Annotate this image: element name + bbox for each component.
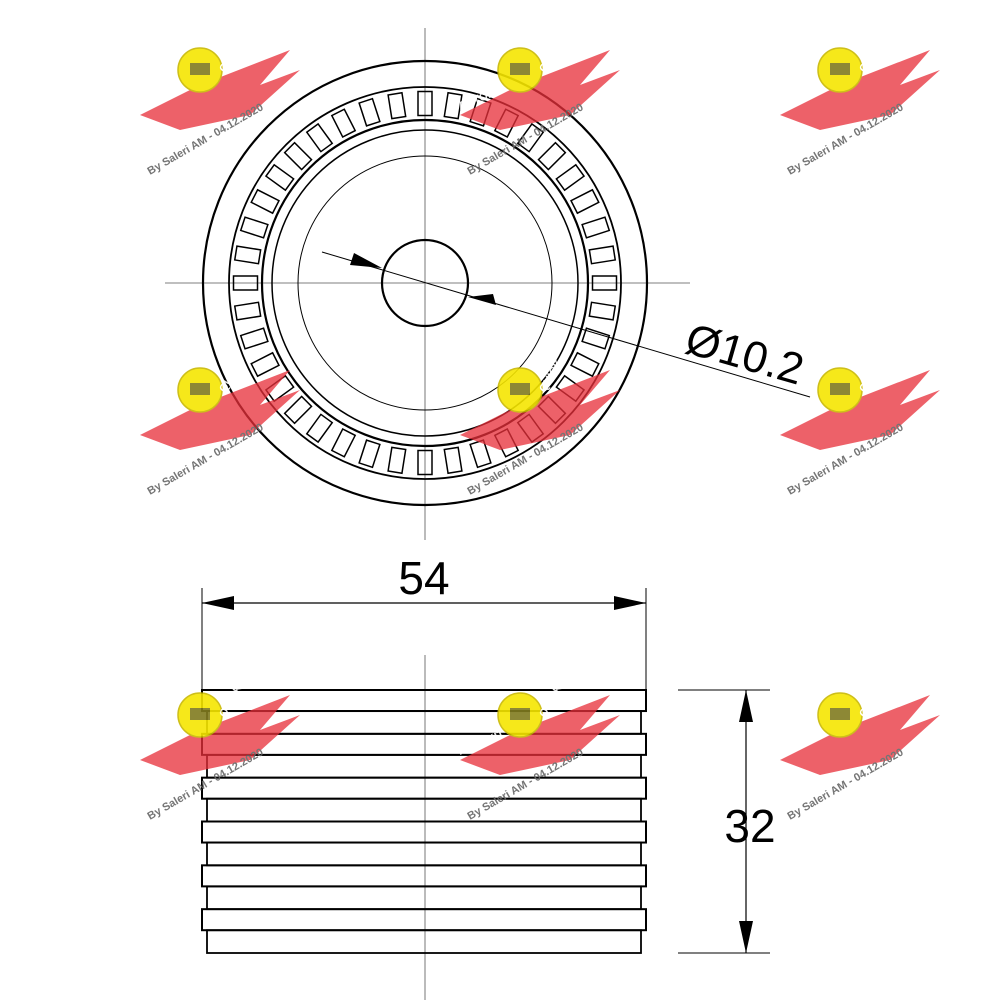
watermark-logo-sub: QUICK xyxy=(537,358,565,395)
cage-pocket xyxy=(233,301,262,321)
watermark-wing xyxy=(140,695,300,775)
watermark-car-icon xyxy=(510,383,530,395)
watermark-car-icon xyxy=(510,708,530,720)
bore-hole xyxy=(380,238,470,328)
cage-pocket xyxy=(330,108,357,138)
cage-pocket xyxy=(250,351,280,378)
watermark-logo-sub: QUICK xyxy=(857,683,885,720)
rib-outer xyxy=(201,864,647,888)
cage-pocket xyxy=(588,301,617,321)
watermark-wing xyxy=(140,50,300,130)
bearing-cage xyxy=(232,90,618,476)
watermark-car-icon xyxy=(190,63,210,75)
watermark-wing xyxy=(140,370,300,450)
watermark-wing xyxy=(460,695,620,775)
side-view xyxy=(201,588,770,1000)
cage-pocket xyxy=(417,449,433,476)
cage-pocket xyxy=(570,188,600,215)
cage-pocket xyxy=(264,163,295,192)
cage-pocket xyxy=(305,122,334,153)
width-arrow-left xyxy=(202,596,234,610)
rib-outer xyxy=(201,820,647,844)
cage-pocket xyxy=(232,275,259,291)
cage-pocket xyxy=(443,91,463,120)
watermark-car-icon xyxy=(190,383,210,395)
cage-pocket xyxy=(591,275,618,291)
cage-pocket xyxy=(443,446,463,475)
height-label: 32 xyxy=(724,800,775,852)
rib-groove xyxy=(206,885,642,911)
cage-pocket xyxy=(570,351,600,378)
cage-pocket xyxy=(358,97,381,127)
rib-groove xyxy=(206,797,642,823)
cage-pocket xyxy=(305,413,334,444)
diameter-label: Ø10.2 xyxy=(680,315,809,395)
width-label: 54 xyxy=(398,552,449,604)
watermark-logo-sub: QUICK xyxy=(857,38,885,75)
cage-pocket xyxy=(233,245,262,265)
cage-pocket xyxy=(516,122,545,153)
cage-pocket xyxy=(537,141,567,171)
watermark-wing xyxy=(460,370,620,450)
watermark-wing xyxy=(780,370,940,450)
cage-pocket xyxy=(387,91,407,120)
cage-pocket xyxy=(239,327,269,350)
watermark-wing xyxy=(780,50,940,130)
front-view xyxy=(165,28,811,540)
watermark-car-icon xyxy=(830,63,850,75)
cage-pocket xyxy=(417,90,433,117)
rib-groove xyxy=(206,929,642,954)
diameter-leader-line xyxy=(321,251,811,398)
watermark-car-icon xyxy=(830,383,850,395)
watermark-wing xyxy=(780,695,940,775)
width-arrow-right xyxy=(614,596,646,610)
cage-pocket xyxy=(469,439,492,469)
rib-groove xyxy=(206,841,642,867)
watermark-logo-sub: QUICK xyxy=(537,38,565,75)
diameter-arrow-right xyxy=(468,294,496,305)
cage-pocket xyxy=(581,216,611,239)
watermark-car-icon xyxy=(190,708,210,720)
cage-pocket xyxy=(358,439,381,469)
cage-pocket xyxy=(330,428,357,458)
cage-pocket xyxy=(239,216,269,239)
bearing-outer-ring xyxy=(228,86,622,480)
watermark-logo-sub: QUICK xyxy=(537,683,565,720)
watermark-wing xyxy=(460,50,620,130)
rib-outer xyxy=(201,908,647,932)
hub-circle xyxy=(297,155,553,411)
cage-pocket xyxy=(555,163,586,192)
cage-pocket xyxy=(283,395,313,425)
cage-pocket xyxy=(581,327,611,350)
cage-pocket xyxy=(250,188,280,215)
watermark-logo-sub: QUICK xyxy=(217,358,245,395)
watermark-car-icon xyxy=(830,708,850,720)
watermark-logo-sub: QUICK xyxy=(217,38,245,75)
height-arrow-bottom xyxy=(739,921,753,953)
diameter-arrow-left xyxy=(350,253,382,268)
bearing-inner-ring xyxy=(260,118,590,448)
cage-pocket xyxy=(283,141,313,171)
inner-race xyxy=(271,129,579,437)
cage-pocket xyxy=(588,245,617,265)
watermark-car-icon xyxy=(510,63,530,75)
rib-outer xyxy=(201,776,647,800)
height-arrow-top xyxy=(739,690,753,722)
outer-rim xyxy=(201,59,649,507)
watermark-logo-sub: QUICK xyxy=(857,358,885,395)
cage-pocket xyxy=(387,446,407,475)
watermark-logo-sub: QUICK xyxy=(217,683,245,720)
